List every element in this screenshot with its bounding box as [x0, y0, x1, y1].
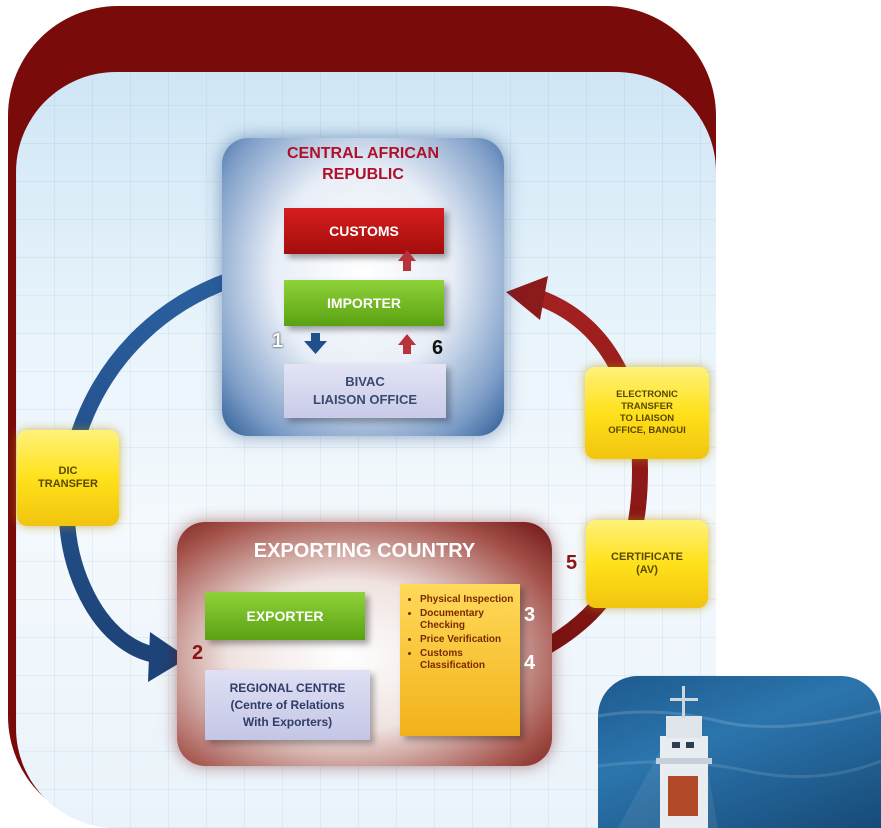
certificate-box: CERTIFICATE(AV): [586, 520, 708, 608]
arrow-up-icon: [398, 334, 416, 354]
check-item: Documentary Checking: [420, 608, 516, 632]
blue-flow-arrowhead: [148, 632, 188, 682]
step-number-6: 6: [432, 337, 444, 359]
step-number-1: 1: [272, 330, 284, 352]
step-number-2: 2: [192, 642, 204, 664]
customs-box: CUSTOMS: [284, 208, 444, 254]
central-african-republic-title: CENTRAL AFRICAN REPUBLIC: [287, 145, 439, 183]
exporter-box: EXPORTER: [205, 592, 365, 640]
red-flow-arc: [516, 290, 649, 668]
arrow-down-icon: [304, 333, 327, 354]
regional-centre-box: REGIONAL CENTRE (Centre of Relations Wit…: [205, 670, 370, 740]
step-number-5: 5: [566, 552, 578, 574]
check-item: Physical Inspection: [420, 594, 516, 606]
importer-box: IMPORTER: [284, 280, 444, 326]
check-item: Price Verification: [420, 634, 516, 646]
step-number-4: 4: [524, 652, 536, 674]
inspection-checks-box: Physical Inspection Documentary Checking…: [400, 584, 520, 736]
check-item: Customs Classification: [420, 648, 516, 672]
exporting-country-title: EXPORTING COUNTRY: [253, 540, 476, 562]
step-number-3: 3: [524, 604, 536, 626]
electronic-transfer-box: ELECTRONIC TRANSFER TO LIAISON OFFICE, B…: [585, 367, 709, 459]
ship-photo: [598, 676, 881, 828]
red-flow-arrowhead: [506, 276, 548, 320]
arrow-up-icon: [398, 250, 416, 271]
